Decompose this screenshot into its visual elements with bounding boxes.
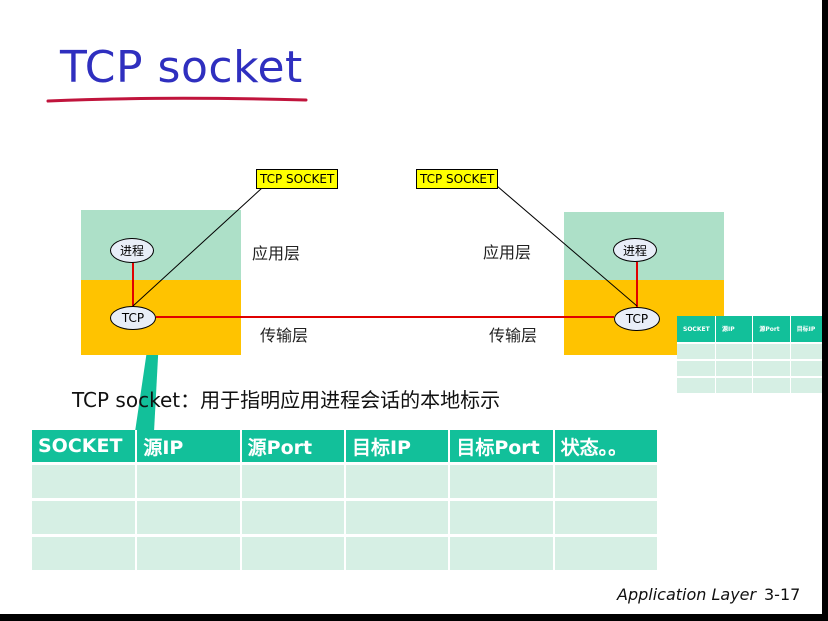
page-title: TCP socket	[60, 42, 303, 93]
page-number: 3-17	[764, 585, 801, 604]
table-header: 源IP	[136, 430, 242, 464]
table-cell	[553, 462, 660, 500]
table-cell	[790, 359, 822, 377]
table-cell	[677, 376, 716, 393]
table-cell	[240, 498, 346, 536]
table-cell	[449, 534, 555, 570]
table-cell	[240, 462, 346, 500]
small-table-header: 源Port	[752, 316, 791, 343]
table-row	[32, 534, 660, 570]
table-row	[677, 342, 822, 360]
table-row	[32, 498, 660, 536]
table-header: 源Port	[240, 430, 346, 464]
table-cell	[449, 498, 555, 536]
small-table-header: 目标IP	[790, 316, 822, 343]
table-cell	[715, 376, 754, 393]
right-app-layer-label: 应用层	[483, 243, 532, 262]
left-socket-label: TCP SOCKET	[256, 169, 339, 189]
table-cell	[344, 498, 451, 536]
table-header: 目标Port	[449, 430, 555, 464]
table-cell	[136, 498, 242, 536]
table-cell	[136, 462, 242, 500]
socket-description: TCP socket：用于指明应用进程会话的本地标示	[72, 388, 501, 412]
table-cell	[677, 342, 716, 360]
table-header: SOCKET	[32, 430, 138, 464]
left-app-layer-label: 应用层	[252, 244, 301, 263]
table-row	[677, 376, 822, 393]
table-cell	[677, 359, 716, 377]
left-transport-layer-label: 传输层	[260, 326, 309, 345]
table-cell	[553, 534, 660, 570]
table-cell	[715, 359, 754, 377]
small-table-header: 源IP	[715, 316, 754, 343]
table-cell	[240, 534, 346, 570]
right-tcp-oval: TCP	[614, 307, 660, 331]
table-cell	[715, 342, 754, 360]
left-process-oval: 进程	[110, 238, 154, 263]
table-cell	[752, 359, 791, 377]
right-transport-layer-label: 传输层	[489, 326, 538, 345]
table-cell	[790, 342, 822, 360]
small-socket-table: SOCKET 源IP 源Port 目标IP	[677, 316, 822, 393]
title-underline	[46, 96, 308, 103]
left-app-layer-band	[81, 210, 241, 280]
table-row	[32, 462, 660, 500]
right-process-oval: 进程	[613, 238, 657, 262]
left-socket-pointer	[132, 187, 263, 307]
table-header: 状态。。	[553, 430, 660, 464]
table-cell	[752, 376, 791, 393]
left-tcp-oval: TCP	[110, 306, 156, 330]
small-table-header: SOCKET	[677, 316, 716, 343]
table-cell	[449, 462, 555, 500]
socket-table: SOCKET 源IP 源Port 目标IP 目标Port 状态。。	[32, 430, 660, 570]
right-socket-pointer	[496, 185, 638, 307]
table-cell	[32, 534, 138, 570]
table-cell	[344, 462, 451, 500]
table-row	[677, 359, 822, 377]
table-header: 目标IP	[344, 430, 451, 464]
footer-section: Application Layer	[617, 585, 757, 604]
table-cell	[790, 376, 822, 393]
table-cell	[553, 498, 660, 536]
right-socket-label: TCP SOCKET	[416, 169, 499, 189]
table-cell	[752, 342, 791, 360]
table-cell	[32, 462, 138, 500]
table-cell	[344, 534, 451, 570]
table-cell	[136, 534, 242, 570]
table-cell	[32, 498, 138, 536]
